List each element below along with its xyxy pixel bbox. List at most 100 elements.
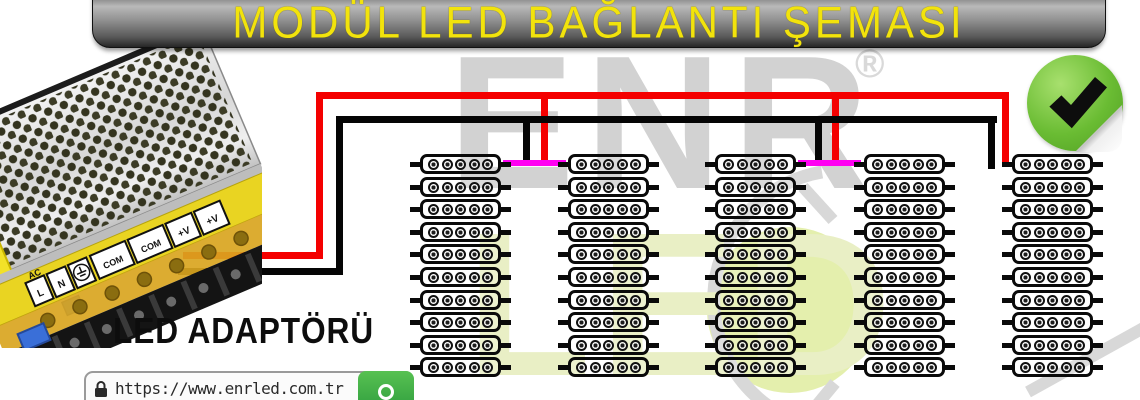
led-module	[705, 244, 806, 264]
led-emitter	[763, 294, 775, 306]
led-emitter	[428, 271, 439, 283]
led-module	[1002, 244, 1103, 264]
led-emitter	[1033, 203, 1045, 215]
led-emitter	[441, 271, 453, 283]
led-emitter	[885, 226, 897, 238]
module-wire-stub	[793, 251, 806, 257]
module-wire-stub	[646, 206, 659, 212]
led-emitter	[1020, 203, 1031, 215]
mounting-screw	[16, 321, 52, 348]
led-module	[410, 154, 511, 174]
registered-trademark-icon: ®	[855, 42, 885, 86]
led-emitter	[428, 203, 439, 215]
led-emitter	[468, 158, 480, 170]
led-module	[558, 312, 659, 332]
module-wire-stub	[1002, 319, 1015, 325]
led-emitter	[723, 271, 734, 283]
led-emitter	[630, 339, 641, 351]
module-wire-stub	[558, 229, 571, 235]
led-emitter	[468, 226, 480, 238]
led-emitter	[441, 226, 453, 238]
led-emitter	[1020, 361, 1031, 373]
led-emitter	[630, 203, 641, 215]
led-emitter	[589, 203, 601, 215]
wire-negative-riser	[336, 116, 343, 275]
module-wire-stub	[1002, 229, 1015, 235]
led-emitter	[736, 181, 748, 193]
module-wire-stub	[498, 274, 511, 280]
led-emitter	[455, 226, 466, 238]
url-text[interactable]: https://www.enrled.com.tr	[115, 379, 344, 398]
led-emitter	[1074, 158, 1085, 170]
led-emitter	[872, 294, 883, 306]
led-emitter	[750, 248, 761, 260]
module-wire-stub	[705, 206, 718, 212]
led-emitter	[723, 316, 734, 328]
led-emitter	[899, 271, 910, 283]
led-emitter	[899, 181, 910, 193]
led-module	[705, 199, 806, 219]
led-emitter	[872, 316, 883, 328]
module-wire-stub	[1002, 184, 1015, 190]
led-emitter	[736, 158, 748, 170]
led-emitter	[763, 316, 775, 328]
led-emitter	[428, 158, 439, 170]
led-emitter	[750, 226, 761, 238]
led-emitter	[926, 361, 937, 373]
led-module	[410, 199, 511, 219]
led-emitter	[736, 203, 748, 215]
led-module	[854, 177, 955, 197]
led-emitter	[482, 316, 493, 328]
led-emitter	[763, 181, 775, 193]
led-emitter	[428, 248, 439, 260]
led-emitter	[616, 248, 628, 260]
led-emitter	[750, 181, 761, 193]
led-module	[1002, 222, 1103, 242]
led-module	[1002, 267, 1103, 287]
led-emitter	[885, 316, 897, 328]
led-emitter	[750, 316, 761, 328]
led-emitter	[763, 271, 775, 283]
module-wire-stub	[1002, 297, 1015, 303]
led-emitter	[763, 339, 775, 351]
led-module	[558, 357, 659, 377]
led-emitter	[777, 158, 788, 170]
led-module	[558, 177, 659, 197]
module-wire-stub	[558, 161, 571, 167]
search-button[interactable]	[358, 371, 414, 400]
module-wire-stub	[942, 229, 955, 235]
module-wire-stub	[646, 274, 659, 280]
module-wire-stub	[942, 364, 955, 370]
led-emitter	[428, 339, 439, 351]
led-module	[558, 267, 659, 287]
led-emitter	[1060, 248, 1072, 260]
module-wire-stub	[793, 161, 806, 167]
wire-jumper-2	[798, 160, 861, 166]
led-emitter	[1074, 181, 1085, 193]
led-emitter	[589, 361, 601, 373]
led-emitter	[603, 271, 614, 283]
led-emitter	[630, 294, 641, 306]
led-emitter	[576, 316, 587, 328]
led-module	[705, 312, 806, 332]
module-wire-stub	[558, 206, 571, 212]
led-emitter	[576, 181, 587, 193]
led-emitter	[630, 271, 641, 283]
wire-positive-bus	[316, 92, 1009, 99]
wire-negative-drop-1	[523, 116, 530, 165]
led-emitter	[576, 361, 587, 373]
led-emitter	[616, 226, 628, 238]
led-emitter	[468, 248, 480, 260]
diagram-title: MODÜL LED BAĞLANTI ŞEMASI	[232, 0, 966, 48]
led-emitter	[482, 248, 493, 260]
led-emitter	[428, 226, 439, 238]
module-wire-stub	[558, 364, 571, 370]
led-emitter	[912, 271, 924, 283]
led-emitter	[1060, 181, 1072, 193]
led-emitter	[926, 158, 937, 170]
module-wire-stub	[410, 161, 423, 167]
led-emitter	[872, 271, 883, 283]
led-emitter	[1074, 339, 1085, 351]
led-module	[558, 244, 659, 264]
